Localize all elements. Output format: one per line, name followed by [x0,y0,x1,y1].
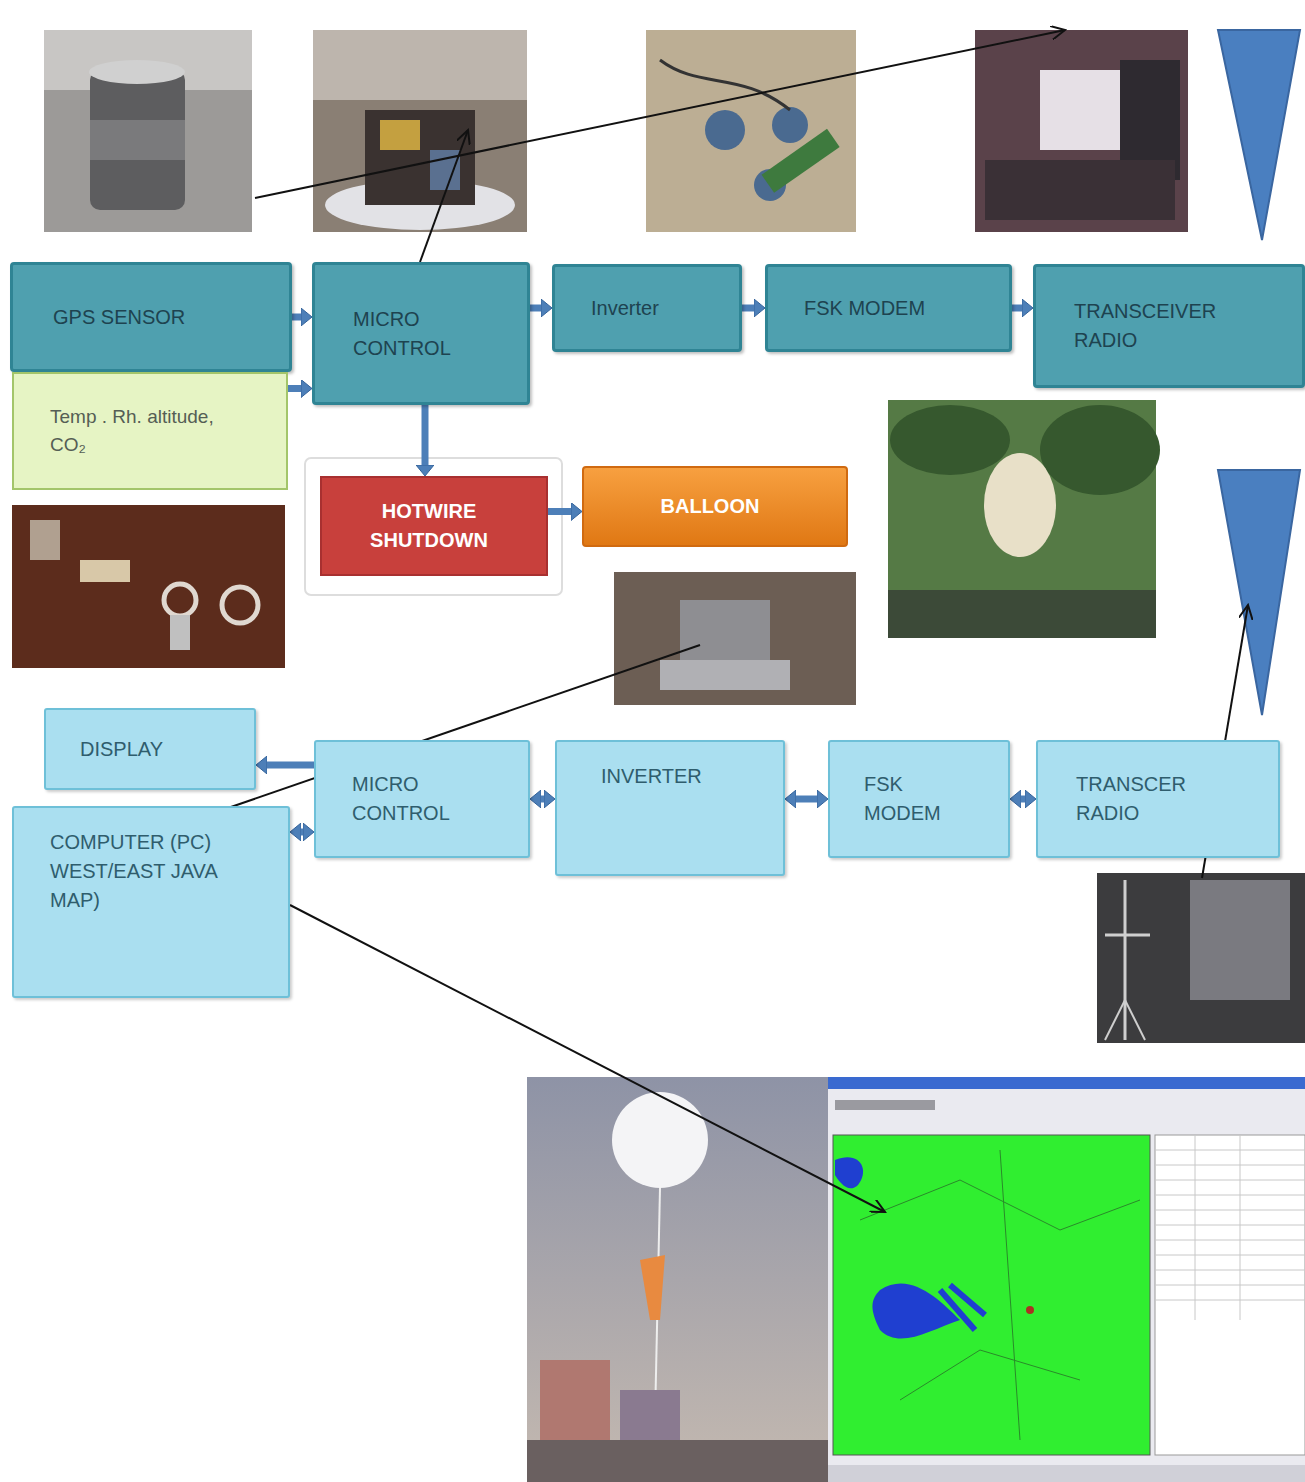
node-label: MICRO CONTROL [353,305,463,363]
node-label: COMPUTER (PC) WEST/EAST JAVA MAP) [50,828,245,915]
process-box: BALLOON [582,466,848,547]
photo-laptop [614,572,856,705]
flow-arrow [796,796,817,803]
flow-arrow [1012,305,1022,312]
process-box: FSK MODEM [828,740,1010,858]
leader-lines [228,30,1248,1212]
photo-launch [527,1077,828,1482]
flow-arrow [548,508,571,515]
card-background [305,458,562,595]
process-box: COMPUTER (PC) WEST/EAST JAVA MAP) [12,806,290,998]
flow-arrow [288,385,301,392]
photo-transceiver [975,30,1188,232]
leader-line [420,130,468,262]
node-label: TRANSCEIVER RADIO [1074,297,1244,355]
process-box: TRANSCER RADIO [1036,740,1280,858]
node-label: HOTWIRE SHUTDOWN [334,497,524,555]
antenna-symbol [1218,30,1300,240]
flow-arrow [267,762,314,769]
node-label: TRANSCER RADIO [1076,770,1196,828]
node-label: GPS SENSOR [53,303,273,332]
flow-arrow [301,829,303,836]
node-label: Inverter [591,294,729,323]
process-box: Inverter [552,264,742,352]
node-label: FSK MODEM [804,294,999,323]
flow-arrow [422,405,429,465]
process-box: MICRO CONTROL [314,740,530,858]
process-box: INVERTER [555,740,785,876]
process-box: MICRO CONTROL [312,262,530,405]
photo-micro-controller [313,30,527,232]
flow-arrow [1021,796,1025,803]
photo-inverter [646,30,856,232]
node-label: INVERTER [601,762,771,791]
node-label: MICRO CONTROL [352,770,462,828]
node-label: BALLOON [661,492,760,521]
photo-sensors [12,505,285,668]
leader-line [290,905,885,1212]
process-box: HOTWIRE SHUTDOWN [320,476,548,576]
process-box: TRANSCEIVER RADIO [1033,264,1305,388]
photo-gps [44,30,252,232]
flow-arrow [530,305,541,312]
software-screenshot [828,1077,1305,1482]
flow-arrow [541,796,544,803]
antenna-symbol [1218,470,1300,715]
process-box: FSK MODEM [765,264,1012,352]
process-box: DISPLAY [44,708,256,790]
photo-antenna [1097,873,1305,1043]
process-box: GPS SENSOR [10,262,292,372]
flow-arrow [742,305,754,312]
sensor-box: Temp . Rh. altitude, CO₂ [12,372,288,490]
node-label: Temp . Rh. altitude, CO₂ [50,403,220,458]
leader-line [255,30,1065,198]
flow-arrow [292,314,301,321]
photo-balloon [888,400,1160,638]
node-label: FSK MODEM [864,770,954,828]
node-label: DISPLAY [80,735,240,764]
